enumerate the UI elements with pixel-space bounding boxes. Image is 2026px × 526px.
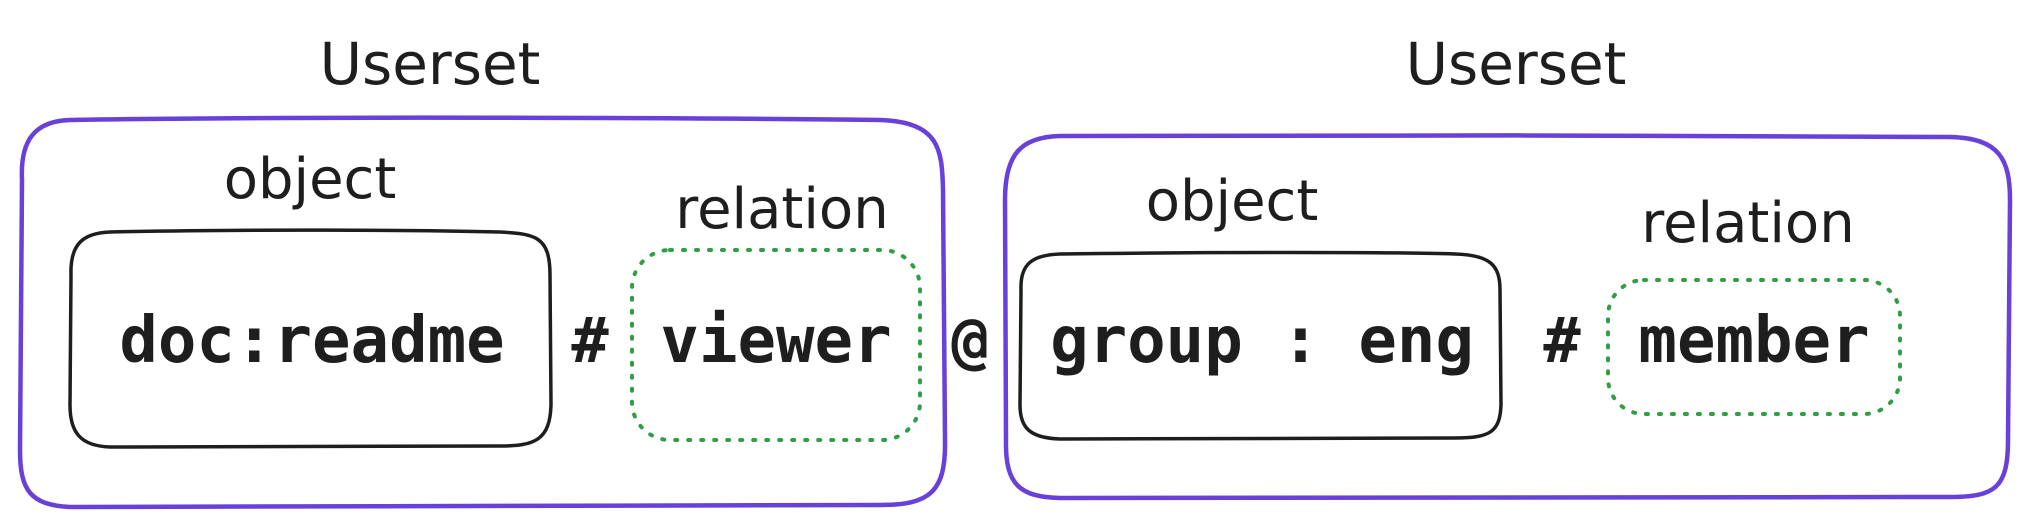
userset-left-relation-box: [630, 248, 922, 442]
userset-left-object-value: doc:readme: [119, 304, 504, 378]
userset-left-object-box: [68, 228, 553, 449]
userset-right: Userset object group : eng # relation me…: [1002, 30, 2013, 501]
userset-left: Userset object doc:readme # relation vie…: [17, 30, 948, 510]
userset-left-object-label: object: [224, 147, 397, 212]
userset-left-relation-value: viewer: [660, 304, 891, 378]
userset-right-object-box: [1018, 250, 1503, 441]
userset-right-object-label: object: [1146, 169, 1319, 234]
userset-left-relation-label: relation: [675, 177, 888, 242]
userset-right-relation-box: [1606, 278, 1902, 416]
userset-right-title: Userset: [1406, 30, 1627, 98]
userset-right-box: [1002, 132, 2013, 501]
userset-right-relation-label: relation: [1641, 191, 1854, 256]
userset-left-title: Userset: [320, 30, 541, 98]
userset-left-separator: #: [571, 304, 609, 377]
userset-right-relation-value: member: [1638, 304, 1869, 378]
userset-right-separator: #: [1543, 304, 1581, 377]
userset-left-box: [17, 115, 948, 510]
userset-right-object-value: group : eng: [1050, 304, 1474, 378]
at-symbol: @: [951, 304, 988, 377]
